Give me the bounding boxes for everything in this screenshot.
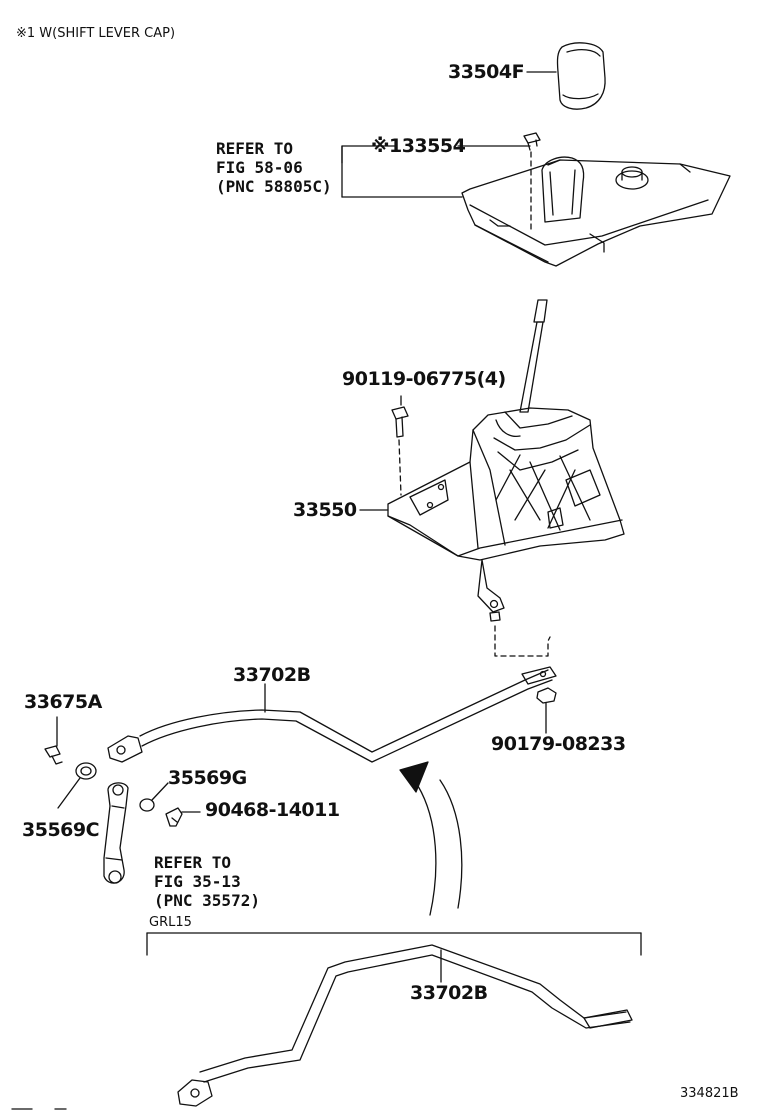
screw-33554-drawing [523,132,541,151]
ref-upper-line3[interactable]: (PNC 58805C) [216,177,332,196]
part-label-33675A[interactable]: 33675A [24,691,102,713]
shift-cable-lower-drawing [177,944,633,1107]
bushing-35569C-drawing [75,762,97,780]
part-label-33504F[interactable]: 33504F [448,61,525,83]
shift-lever-assembly-drawing [387,407,625,613]
part-label-33554[interactable]: ※133554 [371,135,466,157]
part-label-90468[interactable]: 90468-14011 [205,799,340,821]
part-label-90179[interactable]: 90179-08233 [491,733,626,755]
dash-lever-to-cable [494,625,551,657]
part-label-35569C[interactable]: 35569C [22,819,100,841]
variant-bracket [146,932,642,956]
part-label-33702B-lower[interactable]: 33702B [410,982,488,1004]
dash-90119 [398,439,402,496]
header-note: ※1 W(SHIFT LEVER CAP) [16,26,176,41]
variant-code: GRL15 [149,915,192,930]
variant-arrow-drawing [399,761,463,916]
shift-cable-upper-drawing [107,666,557,763]
ref-upper-line1: REFER TO [216,139,294,158]
part-label-33702B-upper[interactable]: 33702B [233,664,311,686]
ref-bracket-upper [341,145,463,198]
part-label-35569G[interactable]: 35569G [168,767,247,789]
leader-35569C [57,777,81,809]
figure-id: 334821B [680,1086,739,1101]
shift-rod-drawing [519,299,548,413]
ref-upper-line2: FIG 58-06 [216,158,303,177]
lever-link-drawing [103,782,129,884]
bolt-33675A-drawing [44,745,63,765]
ref-lower-line3[interactable]: (PNC 35572) [154,891,260,910]
ref-lower-line2: FIG 35-13 [154,872,241,891]
part-label-33550[interactable]: 33550 [293,499,357,521]
part-label-90119[interactable]: 90119-06775(4) [342,368,506,390]
ref-lower-line1: REFER TO [154,853,232,872]
clip-90468-drawing [165,807,183,827]
bushing-35569G-drawing [139,798,155,812]
leader-35569G [151,782,169,801]
bolt-90119-drawing [391,406,409,438]
bolt-under-lever-drawing [489,611,501,622]
nut-90179-drawing [536,687,557,704]
shift-knob-drawing [556,42,606,110]
console-housing-drawing [461,156,731,267]
